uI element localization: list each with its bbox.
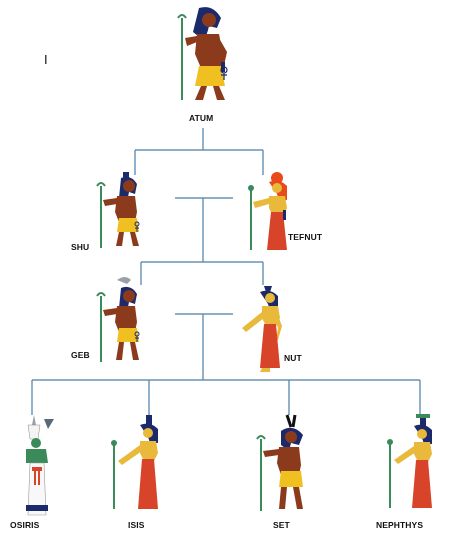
- label-geb: GEB: [71, 350, 90, 360]
- osiris-figure: [26, 415, 54, 516]
- label-nut: NUT: [284, 353, 302, 363]
- geb-figure: [96, 277, 140, 362]
- label-shu: SHU: [71, 242, 90, 252]
- shu-figure: [96, 172, 140, 248]
- label-osiris: OSIRIS: [10, 520, 40, 530]
- tefnut-figure: [248, 172, 287, 250]
- label-isis: ISIS: [128, 520, 145, 530]
- corner-mark: I: [44, 52, 48, 67]
- nut-figure: [242, 286, 282, 372]
- isis-figure: [111, 415, 158, 509]
- atum-figure: [177, 7, 228, 100]
- nephthys-figure: [387, 414, 432, 508]
- label-atum: ATUM: [189, 113, 214, 123]
- label-set: SET: [273, 520, 290, 530]
- label-tefnut: TEFNUT: [288, 232, 323, 242]
- label-nephthys: NEPHTHYS: [376, 520, 424, 530]
- set-figure: [256, 414, 303, 511]
